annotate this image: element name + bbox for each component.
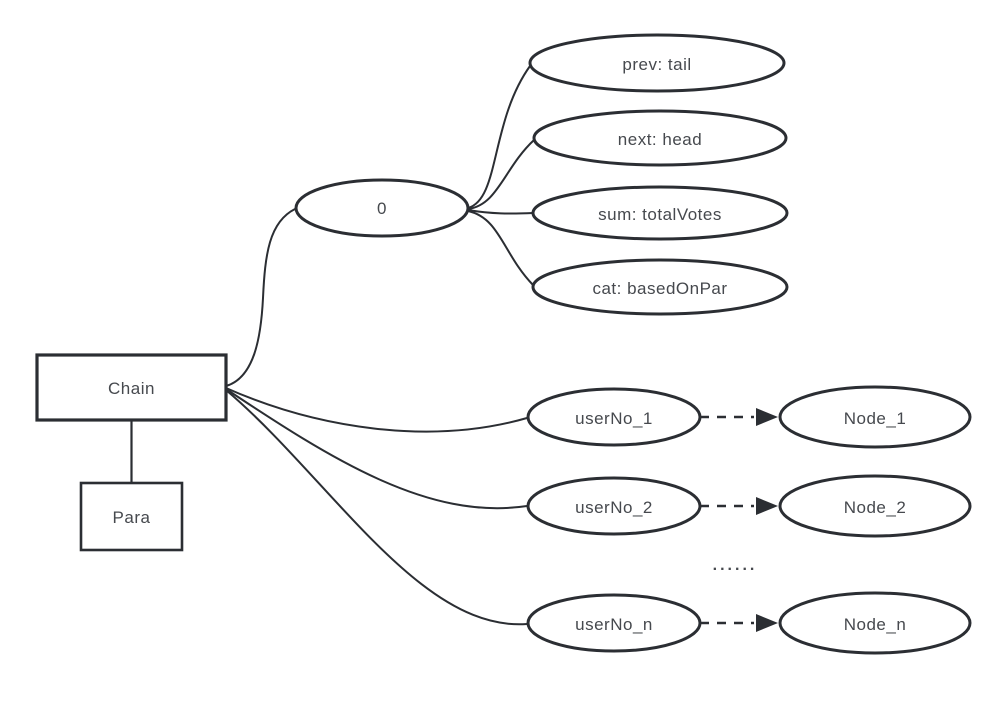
node-node-n: Node_n [778,591,972,655]
next-head-label: next: head [618,130,702,149]
edges-group [130,65,778,632]
edge-zero-cat [467,210,534,286]
para-label: Para [113,508,151,527]
sum-totalvotes-label: sum: totalVotes [598,205,722,224]
userno-2-ellipse [526,476,702,536]
node-chain: Chain [35,353,228,422]
arrowhead-icon [756,408,778,426]
para-box [79,481,184,552]
arrowhead-icon [756,614,778,632]
cat-basedonpar-label: cat: basedOnPar [592,279,727,298]
chain-label: Chain [108,379,155,398]
edge-zero-next [467,139,535,210]
node-userno-1: userNo_1 [526,387,702,447]
node-para: Para [79,481,184,552]
edge-chain-usern [225,389,528,626]
zero-ellipse [294,178,470,238]
userno-1-label: userNo_1 [575,409,653,428]
edge-user2-node2 [700,497,778,515]
node-n-ellipse [778,591,972,655]
prev-tail-ellipse [528,33,786,93]
ellipsis-label: ...... [713,557,758,574]
userno-1-ellipse [526,387,702,447]
node-1-label: Node_1 [844,409,907,428]
node-sum-totalvotes: sum: totalVotes [531,185,789,241]
cat-basedonpar-ellipse [531,258,789,316]
zero-label: 0 [377,199,387,218]
userno-n-ellipse [526,593,702,653]
sum-totalvotes-ellipse [531,185,789,241]
prev-tail-label: prev: tail [622,55,691,74]
edge-chain-user1 [225,387,528,433]
node-2-ellipse [778,474,972,538]
chain-box [35,353,228,422]
node-n-label: Node_n [844,615,907,634]
edge-chain-user2 [225,388,528,510]
userno-2-label: userNo_2 [575,498,653,517]
node-node-1: Node_1 [778,385,972,449]
arrowhead-icon [756,497,778,515]
node-userno-2: userNo_2 [526,476,702,536]
node-prev-tail: prev: tail [528,33,786,93]
edge-zero-sum [467,209,534,215]
node-userno-n: userNo_n [526,593,702,653]
node-2-label: Node_2 [844,498,907,517]
next-head-ellipse [532,109,788,167]
node-next-head: next: head [532,109,788,167]
userno-n-label: userNo_n [575,615,653,634]
node-node-2: Node_2 [778,474,972,538]
node-1-ellipse [778,385,972,449]
node-cat-basedonpar: cat: basedOnPar [531,258,789,316]
nodes-group: Chain Para 0 prev: tail next: head sum: [35,33,972,655]
edge-usern-noden [700,614,778,632]
edge-zero-prev [467,65,531,209]
edge-user1-node1 [700,408,778,426]
edge-chain-zero [225,208,296,387]
node-zero: 0 [294,178,470,238]
